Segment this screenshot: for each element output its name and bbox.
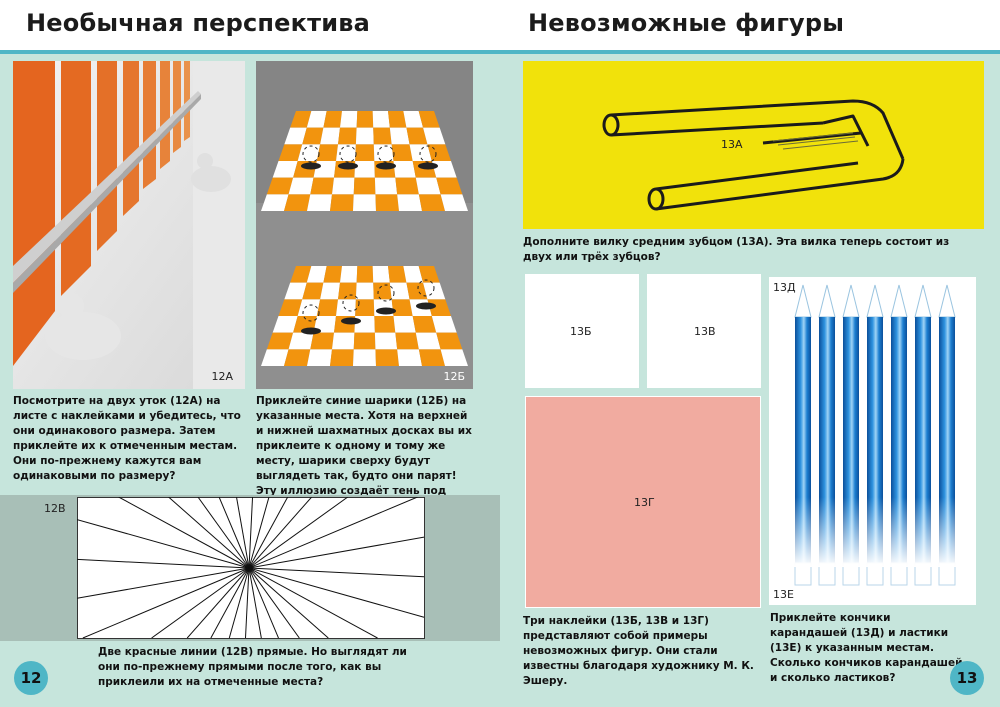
caption-12a: Посмотрите на двух уток (12А) на листе с… <box>13 395 241 482</box>
right-page-title: Невозможные фигуры <box>528 9 845 37</box>
corridor-illustration <box>13 61 245 389</box>
duck-near <box>45 293 121 360</box>
figure-13a: 13А <box>523 61 984 229</box>
fig-12v-label: 12В <box>44 502 66 515</box>
fig-13d-label: 13Д <box>773 281 796 294</box>
fig-13v-label: 13В <box>694 325 716 338</box>
impossible-fork-illustration <box>602 99 905 211</box>
figure-13d-13e: 13Д 13Е <box>769 277 976 605</box>
left-page-title: Необычная перспектива <box>26 9 371 37</box>
duck-far <box>191 153 231 192</box>
fig-12a-label: 12А <box>211 370 233 383</box>
header-band <box>0 0 1000 50</box>
fig-13b-label: 13Б <box>570 325 592 338</box>
figure-13v: 13В <box>647 274 761 388</box>
caption-13bvg: Три наклейки (13Б, 13В и 13Г) представля… <box>523 615 754 687</box>
caption-12v: Две красные линии (12В) прямые. Но выгля… <box>98 646 407 688</box>
pencils-illustration <box>769 284 976 586</box>
header-stripe <box>0 50 1000 54</box>
page-number-right: 13 <box>950 661 984 695</box>
figure-13b: 13Б <box>525 274 639 388</box>
figure-12b: 12Б <box>256 61 473 389</box>
figure-12a: 12А <box>13 61 245 389</box>
fig-13e-label: 13Е <box>773 588 794 601</box>
checkerboards-illustration <box>256 61 473 389</box>
fig-12b-label: 12Б <box>443 370 465 383</box>
fig-13a-label: 13А <box>721 138 743 151</box>
figure-12v <box>76 496 425 639</box>
caption-13a: Дополните вилку средним зубцом (13А). Эт… <box>523 236 950 263</box>
radiating-lines-illustration <box>76 496 425 639</box>
fig-13g-label: 13Г <box>634 496 655 509</box>
figure-13g: 13Г <box>525 396 761 608</box>
page-number-left: 12 <box>14 661 48 695</box>
caption-13de: Приклейте кончики карандашей (13Д) и лас… <box>770 612 963 684</box>
